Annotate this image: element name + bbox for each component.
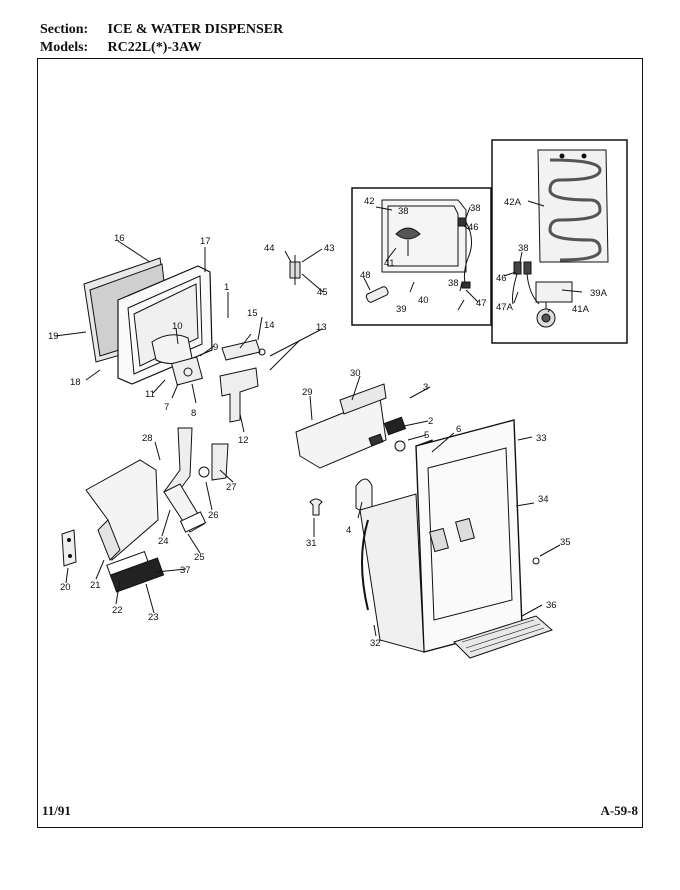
callout-44: 44 [264,243,275,254]
callout-46-a: 46 [468,222,479,233]
callout-42A: 42A [504,197,522,208]
callout-38-c: 38 [518,243,529,254]
callout-14: 14 [264,320,275,331]
callout-42: 42 [364,196,375,207]
valve-bracket-30 [295,383,387,469]
section-key: Section: [40,22,89,37]
callout-25: 25 [194,552,205,563]
callout-45: 45 [317,287,328,298]
bracket-20 [61,529,77,567]
section-line: Section: ICE & WATER DISPENSER [40,22,283,38]
callout-47A: 47A [496,302,514,313]
drip-tray-36 [453,615,553,659]
callout-36: 36 [546,600,557,611]
callout-21: 21 [90,580,101,591]
dispenser-housing [359,419,523,653]
callout-3: 3 [423,382,428,393]
callout-48: 48 [360,270,371,281]
models-key: Models: [40,40,89,55]
callout-5: 5 [424,430,429,441]
callout-22: 22 [112,605,123,616]
callout-18: 18 [70,377,81,388]
callout-38-a: 38 [470,203,481,214]
callout-7: 7 [164,402,169,413]
callout-17: 17 [200,236,211,247]
callout-29: 29 [302,387,313,398]
callout-38-b: 38 [448,278,459,289]
wire-harness-46 [457,217,472,289]
callout-39A: 39A [590,288,608,299]
callout-43: 43 [324,243,335,254]
inset-box-module [351,187,492,326]
footer-page-code: A-59-8 [600,803,638,818]
callout-47: 47 [476,298,487,309]
callout-15: 15 [247,308,258,319]
clip-43 [289,255,301,285]
callout-46-b: 46 [496,273,507,284]
callout-9: 9 [213,342,218,353]
callout-16: 16 [114,233,125,244]
heater-plate-42 [381,199,467,273]
callout-20: 20 [60,582,71,593]
callout-28: 28 [142,433,153,444]
callout-8: 8 [191,408,196,419]
ice-lever-assembly [85,459,165,593]
nozzle-4 [355,478,373,512]
callout-35: 35 [560,537,571,548]
thermostat-41A [535,281,573,328]
callout-32: 32 [370,638,381,649]
callout-27: 27 [226,482,237,493]
callout-11: 11 [145,389,155,400]
bracket-12 [219,367,259,423]
footer-date: 11/91 [42,803,71,818]
callout-34: 34 [538,494,549,505]
callout-6: 6 [456,424,461,435]
callout-41: 41 [384,258,395,269]
callout-26: 26 [208,510,219,521]
screw-35 [532,557,540,565]
callout-30: 30 [350,368,361,379]
callout-1: 1 [224,282,229,293]
callout-24: 24 [158,536,169,547]
callout-40: 40 [418,295,429,306]
fuse-48 [365,286,389,303]
heater-42A [537,149,609,263]
callout-39: 39 [396,304,407,315]
screw-31 [309,498,323,516]
callout-2: 2 [428,416,433,427]
diagram-frame [37,58,643,828]
callout-13: 13 [316,322,327,333]
callout-38-d: 38 [398,206,409,217]
door-lever-assembly [151,334,204,386]
inset-box-heater [491,139,628,344]
callout-41A: 41A [572,304,590,315]
callout-23: 23 [148,612,159,623]
models-line: Models: RC22L(*)-3AW [40,40,202,56]
connectors-38-46 [512,261,540,305]
callout-4: 4 [346,525,351,536]
models-value: RC22L(*)-3AW [107,40,202,55]
callout-33: 33 [536,433,547,444]
water-lever-assembly [163,427,229,533]
callout-12: 12 [238,435,249,446]
callout-10: 10 [172,321,183,332]
rod-13 [269,339,301,371]
section-title: ICE & WATER DISPENSER [107,22,284,37]
callout-31: 31 [306,538,317,549]
callout-37: 37 [180,565,191,576]
callout-19: 19 [48,331,59,342]
